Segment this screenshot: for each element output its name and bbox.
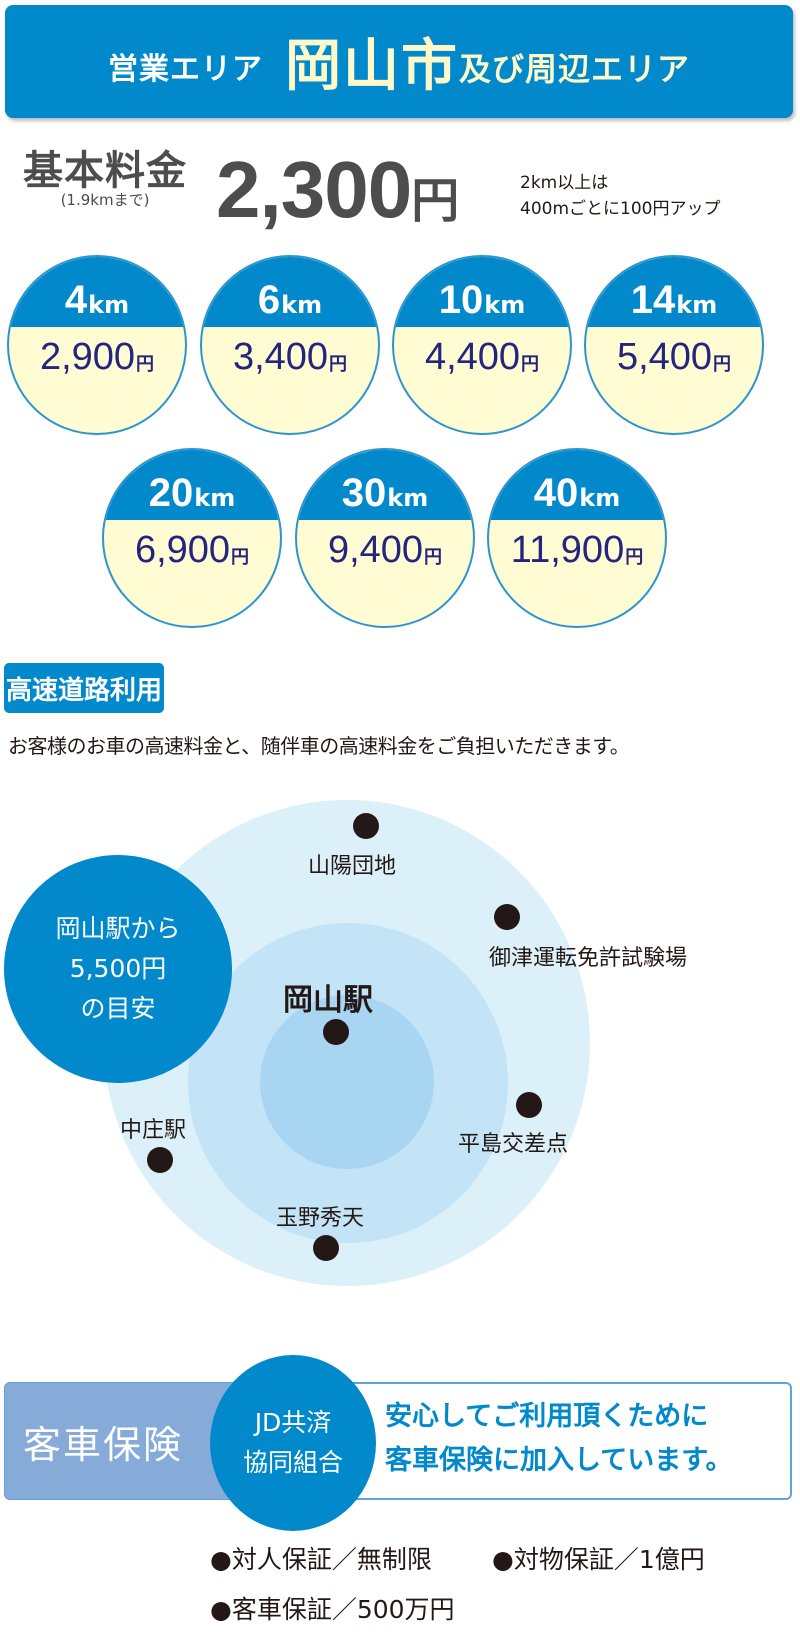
provider-line1: JD共済 — [254, 1408, 332, 1437]
estimate-line3: の目安 — [80, 994, 156, 1023]
base-fare-price: 2,300円 — [216, 140, 459, 240]
place-okayama-station: 岡山駅 — [283, 983, 373, 1018]
service-area-banner: 営業エリア 岡山市 及び周辺エリア — [5, 5, 793, 118]
map-ring-inner — [260, 995, 434, 1169]
base-fare-amount: 2,300 — [216, 145, 412, 234]
base-fare-yen: 円 — [411, 173, 460, 229]
provider-line2: 協同組合 — [242, 1448, 343, 1477]
insurance-message-line2: 客車保険に加入しています。 — [385, 1445, 733, 1476]
banner-tail: 及び周辺エリア — [458, 49, 690, 88]
coverage-property: ●対物保証／1億円 — [492, 1545, 705, 1574]
coverage-vehicle: ●客車保証／500万円 — [210, 1595, 455, 1624]
fare-estimate-badge: 岡山駅から 5,500円 の目安 — [4, 855, 232, 1083]
nakasho-dot-icon — [147, 1147, 173, 1173]
insurance-message: 安心してご利用頂くために 客車保険に加入しています。 — [385, 1395, 733, 1483]
base-fare-note-line1: 2km以上は — [520, 173, 609, 193]
tamano-dot-icon — [313, 1235, 339, 1261]
base-fare-note: 2km以上は 400mごとに100円アップ — [520, 170, 720, 222]
estimate-line1: 岡山駅から — [55, 914, 181, 943]
place-nakasho-station: 中庄駅 — [120, 1118, 187, 1143]
estimate-line2: 5,500円 — [69, 954, 167, 983]
place-tamano: 玉野秀天 — [276, 1206, 365, 1231]
base-fare-subtitle: (1.9kmまで) — [60, 191, 150, 209]
okayama-station-dot-icon — [323, 1019, 349, 1045]
coverage-personal: ●対人保証／無制限 — [210, 1545, 432, 1574]
insurance-provider-badge: JD共済 協同組合 — [210, 1355, 376, 1531]
hirashima-dot-icon — [516, 1092, 542, 1118]
place-hirashima-intersection: 平島交差点 — [458, 1132, 569, 1157]
insurance-message-line1: 安心してご利用頂くために — [385, 1401, 709, 1432]
banner-city: 岡山市 — [284, 34, 459, 99]
place-sanyo-danchi: 山陽団地 — [308, 854, 397, 879]
highway-text: お客様のお車の高速料金と、随伴車の高速料金をご負担いただきます。 — [8, 734, 630, 758]
base-fare-title: 基本料金 — [23, 148, 187, 194]
base-fare-label: 基本料金 (1.9kmまで) — [10, 148, 200, 208]
mitsu-dot-icon — [494, 904, 520, 930]
place-mitsu-license-center: 御津運転免許試験場 — [489, 946, 688, 971]
sanyo-dot-icon — [353, 813, 379, 839]
base-fare-note-line2: 400mごとに100円アップ — [520, 199, 721, 219]
highway-tag: 高速道路利用 — [4, 663, 164, 713]
banner-lead: 営業エリア — [107, 51, 263, 87]
